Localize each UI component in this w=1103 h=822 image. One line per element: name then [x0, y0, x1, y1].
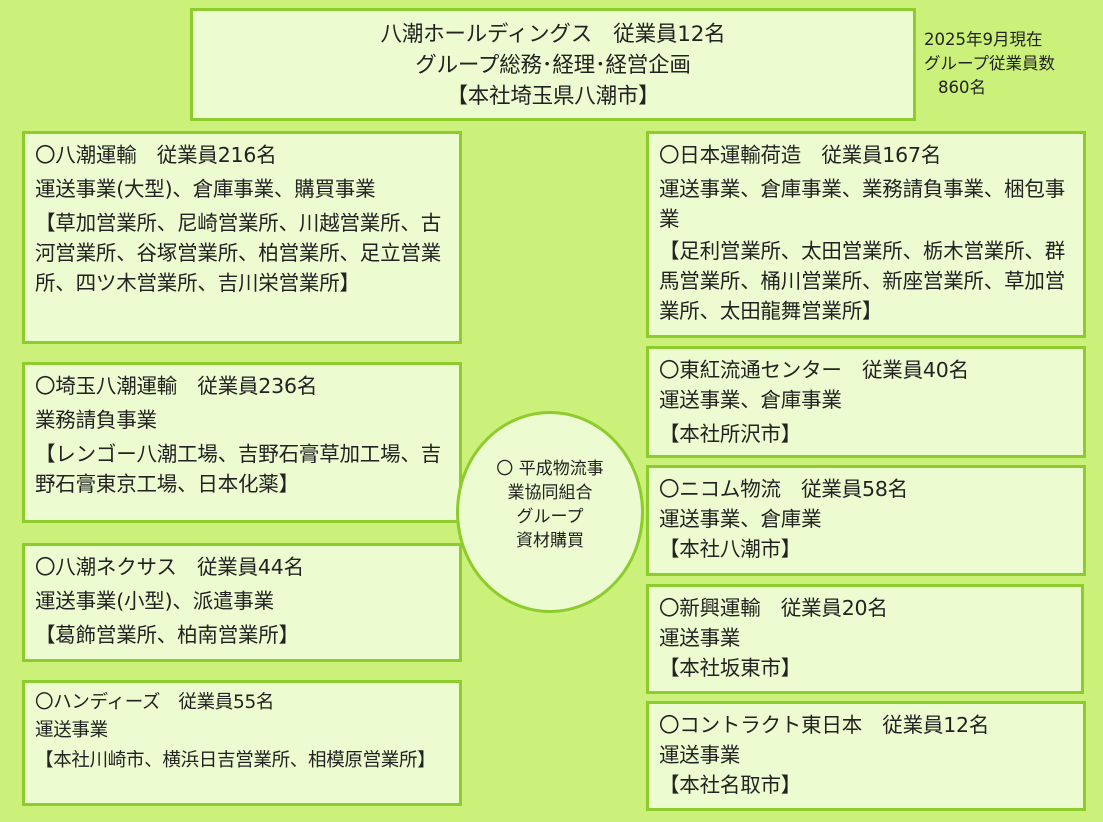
- company-business: 運送事業: [659, 626, 741, 650]
- note-label: グループ従業員数: [924, 54, 1056, 73]
- company-business: 運送事業、倉庫事業、業務請負事業、梱包事業: [659, 177, 1065, 231]
- note-date: 2025年9月現在: [924, 30, 1043, 49]
- company-offices: 【本社坂東市】: [659, 656, 802, 680]
- company-business: 運送事業: [35, 720, 108, 741]
- company-title: 〇ニコム物流 従業員58名: [659, 477, 908, 501]
- company-business: 運送事業、倉庫業: [659, 507, 822, 531]
- company-offices: 【本社所沢市】: [659, 422, 802, 446]
- company-box-yashio-nexus: 〇八潮ネクサス 従業員44名 運送事業(小型)、派遣事業 【葛飾営業所、柏南営業…: [22, 543, 462, 662]
- cooperative-line-1: 〇 平成物流事: [496, 459, 604, 479]
- company-title: 〇コントラクト東日本 従業員12名: [659, 713, 990, 737]
- company-box-yashio-unyu: 〇八潮運輸 従業員216名 運送事業(大型)、倉庫事業、購買事業 【草加営業所、…: [22, 131, 462, 344]
- company-box-saitama-yashio: 〇埼玉八潮運輸 従業員236名 業務請負事業 【レンゴー八潮工場、吉野石膏草加工…: [22, 362, 462, 523]
- company-box-nicom: 〇ニコム物流 従業員58名 運送事業、倉庫業 【本社八潮市】: [646, 465, 1086, 576]
- company-offices: 【草加営業所、尼崎営業所、川越営業所、古河営業所、谷塚営業所、柏営業所、足立営業…: [35, 211, 441, 295]
- cooperative-line-3: グループ: [516, 507, 584, 527]
- company-business: 運送事業(大型)、倉庫事業、購買事業: [35, 177, 376, 201]
- company-box-tokou: 〇東紅流通センター 従業員40名 運送事業、倉庫事業 【本社所沢市】: [646, 346, 1086, 458]
- cooperative-line-4: 資材購買: [516, 531, 584, 551]
- company-offices: 【葛飾営業所、柏南営業所】: [35, 623, 299, 647]
- company-title: 〇八潮運輸 従業員216名: [35, 143, 277, 167]
- company-title: 〇ハンディーズ 従業員55名: [35, 692, 275, 713]
- holdings-location: 【本社埼玉県八潮市】: [446, 84, 660, 109]
- company-box-contract: 〇コントラクト東日本 従業員12名 運送事業 【本社名取市】: [646, 701, 1086, 811]
- company-box-shinko: 〇新興運輸 従業員20名 運送事業 【本社坂東市】: [646, 584, 1084, 694]
- cooperative-line-2: 業協同組合: [507, 483, 593, 503]
- company-business: 業務請負事業: [35, 408, 157, 432]
- company-offices: 【本社川崎市、横浜日吉営業所、相模原営業所】: [35, 750, 436, 771]
- company-business: 運送事業(小型)、派遣事業: [35, 589, 274, 613]
- company-business: 運送事業、倉庫事業: [659, 388, 842, 412]
- company-title: 〇東紅流通センター 従業員40名: [659, 358, 969, 382]
- company-offices: 【足利営業所、太田営業所、栃木営業所、群馬営業所、桶川営業所、新座営業所、草加営…: [659, 239, 1065, 323]
- company-offices: 【本社八潮市】: [659, 537, 802, 561]
- company-offices: 【レンゴー八潮工場、吉野石膏草加工場、吉野石膏東京工場、日本化薬】: [35, 442, 441, 496]
- company-box-nihon-unyu: 〇日本運輸荷造 従業員167名 運送事業、倉庫事業、業務請負事業、梱包事業 【足…: [646, 131, 1086, 338]
- holdings-title: 八潮ホールディングス 従業員12名: [380, 22, 726, 47]
- cooperative-ellipse: 〇 平成物流事 業協同組合 グループ 資材購買: [456, 411, 644, 613]
- company-box-handys: 〇ハンディーズ 従業員55名 運送事業 【本社川崎市、横浜日吉営業所、相模原営業…: [22, 680, 462, 806]
- company-business: 運送事業: [659, 743, 741, 767]
- employee-summary-note: 2025年9月現在 グループ従業員数 860名: [924, 28, 1102, 100]
- company-title: 〇八潮ネクサス 従業員44名: [35, 555, 304, 579]
- holdings-box: 八潮ホールディングス 従業員12名 グループ総務･経理･経営企画 【本社埼玉県八…: [190, 8, 916, 121]
- holdings-business: グループ総務･経理･経営企画: [415, 53, 691, 78]
- note-total: 860名: [938, 78, 986, 97]
- company-title: 〇日本運輸荷造 従業員167名: [659, 143, 942, 167]
- company-title: 〇新興運輸 従業員20名: [659, 596, 888, 620]
- company-offices: 【本社名取市】: [659, 773, 802, 797]
- company-title: 〇埼玉八潮運輸 従業員236名: [35, 374, 318, 398]
